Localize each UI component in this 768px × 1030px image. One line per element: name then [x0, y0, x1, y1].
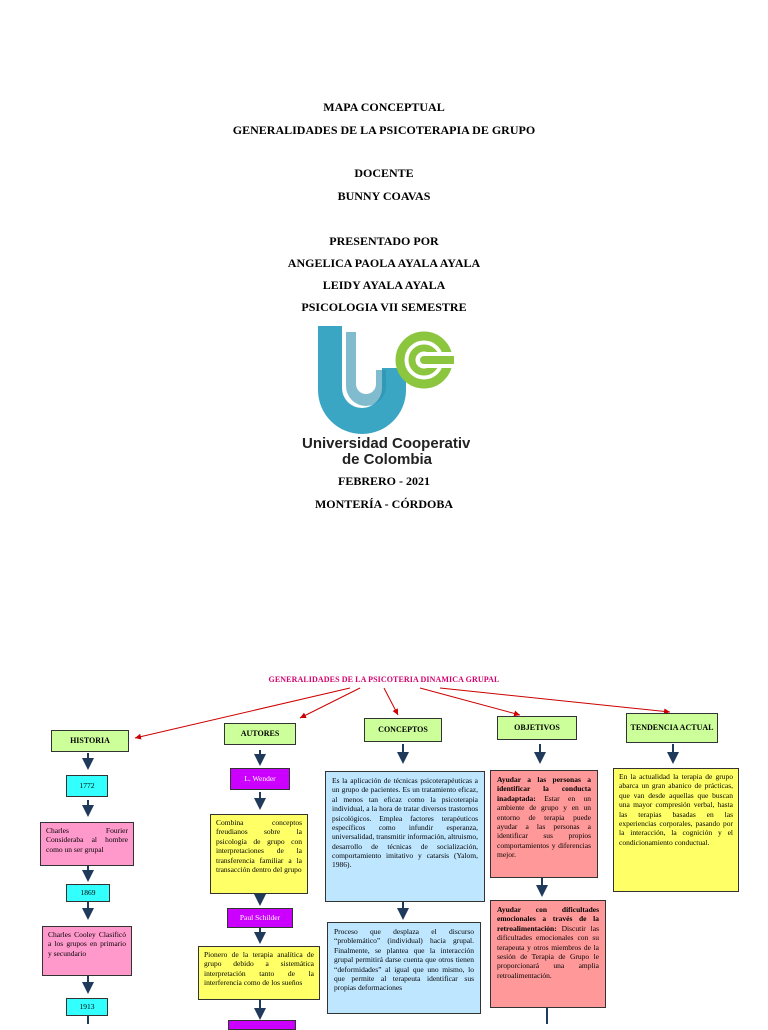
tendencia-header: TENDENCIA ACTUAL	[626, 713, 718, 743]
objetivo-1-text: Ayudar a las personas a identificar la c…	[490, 770, 598, 878]
objetivo-2-text: Ayudar con dificultades emocionales a tr…	[490, 900, 606, 1008]
author-2: LEIDY AYALA AYALA	[322, 278, 446, 292]
university-line-2: de Colombia	[342, 451, 433, 468]
concept-map-title: GENERALIDADES DE LA PSICOTERIA DINAMICA …	[268, 675, 500, 684]
university-logo: Universidad Cooperativa de Colombia	[300, 322, 479, 472]
ucc-logo-icon: Universidad Cooperativa de Colombia	[302, 326, 479, 468]
autor-wender-text: Combina conceptos freudianos sobre la ps…	[210, 814, 308, 894]
objetivo-1-lead: Ayudar a las personas a identificar la c…	[497, 775, 591, 803]
objetivo-2-body: Discutir las dificultades emocionales co…	[497, 923, 599, 980]
conceptos-definition-text: Es la aplicación de técnicas psicoterapé…	[325, 771, 485, 902]
objetivo-2-lead: Ayudar con dificultades emocionales a tr…	[497, 905, 599, 933]
autor-next	[228, 1020, 296, 1030]
docente-name: BUNNY COAVAS	[337, 189, 431, 203]
cover-title-2: GENERALIDADES DE LA PSICOTERAPIA DE GRUP…	[232, 123, 536, 137]
course: PSICOLOGIA VII SEMESTRE	[301, 300, 467, 314]
autor-schilder-text: Pionero de la terapia analítica de grupo…	[198, 946, 320, 1000]
historia-cooley-text: Charles Cooley Clasificó a los grupos en…	[42, 926, 132, 976]
conceptos-header: CONCEPTOS	[364, 718, 442, 742]
historia-header: HISTORIA	[51, 730, 129, 752]
docente-label: DOCENTE	[354, 166, 414, 180]
objetivo-1-body: Estar en un ambiente de grupo y en un en…	[497, 793, 591, 859]
university-line-1: Universidad Cooperativa	[302, 435, 470, 452]
historia-fourier-text: Charles Fourier Consideraba al hombre co…	[40, 822, 134, 866]
historia-year-1869: 1869	[66, 884, 110, 902]
cover-date: FEBRERO - 2021	[337, 474, 430, 488]
autor-schilder: Paul Schilder	[227, 908, 293, 928]
autores-header: AUTORES	[224, 723, 296, 745]
presentado-label: PRESENTADO POR	[329, 234, 439, 248]
conceptos-process-text: Proceso que desplaza el discurso “proble…	[327, 922, 481, 1014]
cover-place: MONTERÍA - CÓRDOBA	[314, 497, 453, 511]
historia-year-1913: 1913	[66, 998, 108, 1016]
objetivos-header: OBJETIVOS	[497, 716, 577, 740]
tendencia-text: En la actualidad la terapia de grupo aba…	[613, 768, 739, 892]
autor-wender: L. Wender	[230, 768, 290, 790]
historia-year-1772: 1772	[66, 775, 108, 797]
author-1: ANGELICA PAOLA AYALA AYALA	[287, 256, 481, 270]
cover-title-1: MAPA CONCEPTUAL	[323, 100, 445, 114]
